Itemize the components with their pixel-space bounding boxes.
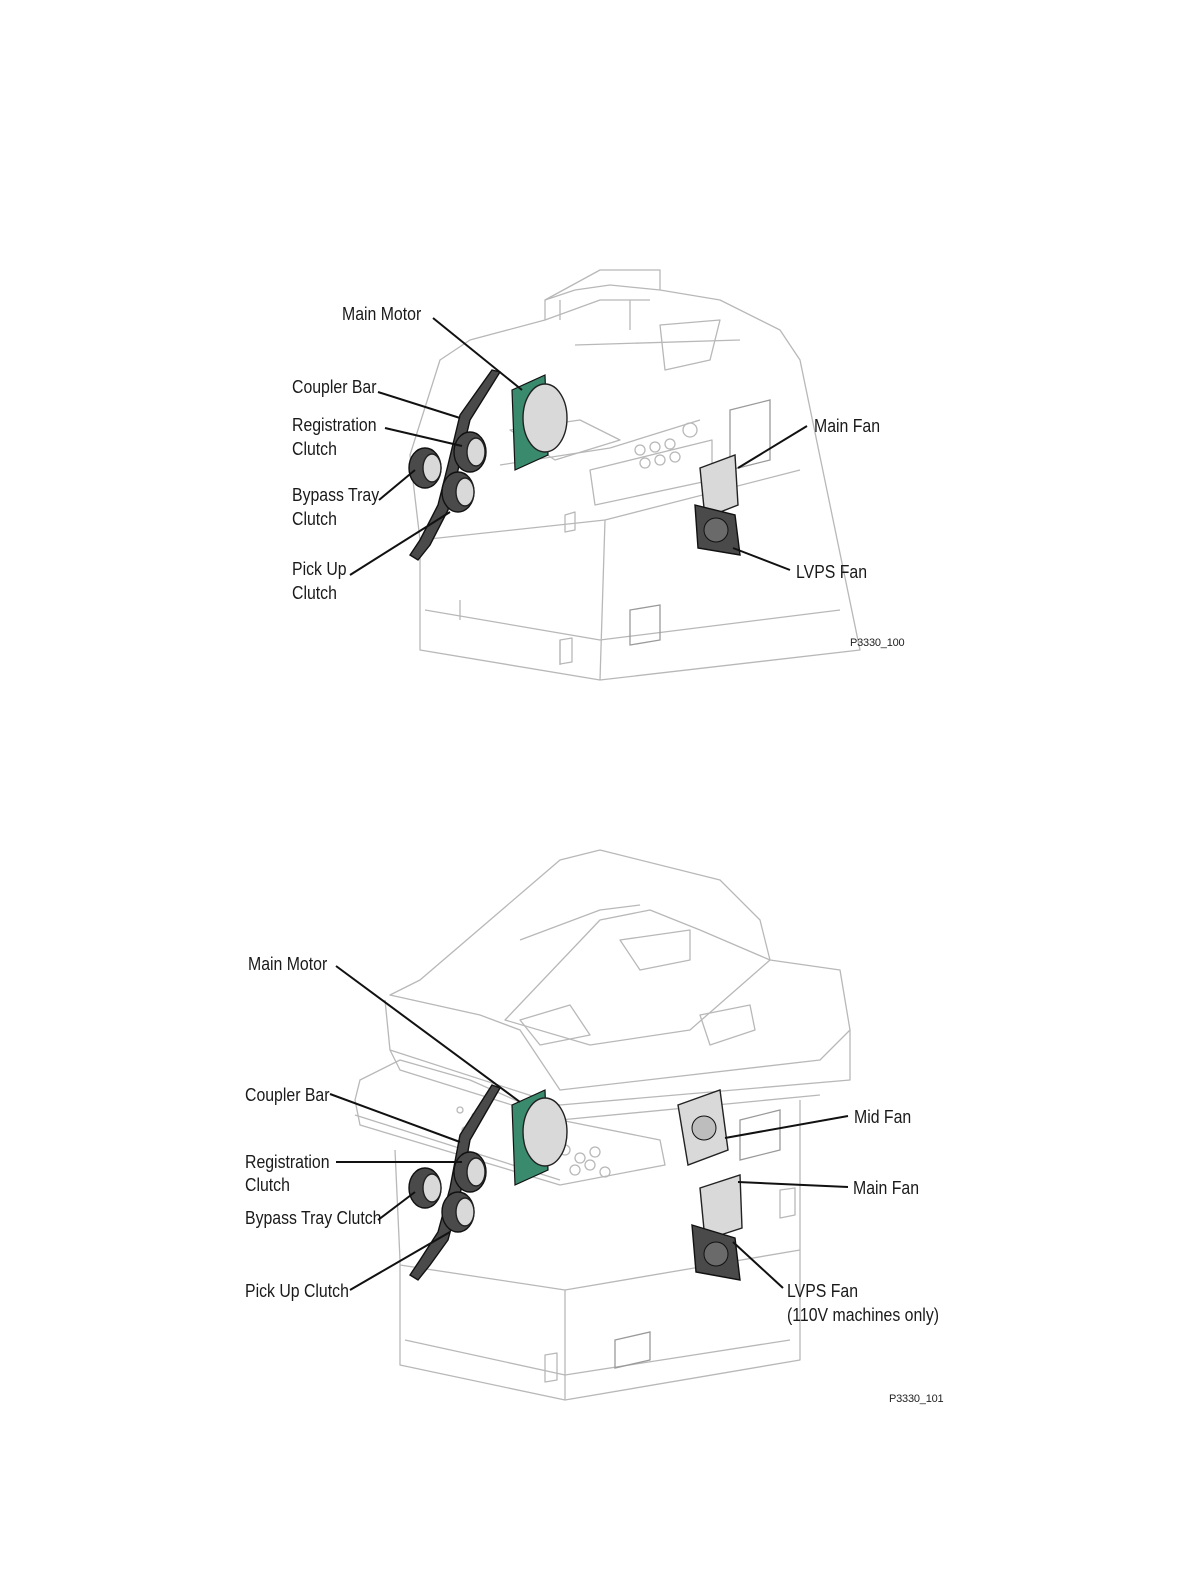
mfp-illustration	[0, 820, 1188, 1460]
bypass-tray-clutch-part	[409, 1168, 441, 1208]
main-motor-part	[523, 384, 567, 452]
mfp-body	[355, 850, 850, 1400]
label-pick-up-clutch-line1: Pick Up	[292, 557, 347, 581]
figure-id: P3330_101	[889, 1393, 943, 1405]
label-registration-clutch-line2: Clutch	[245, 1173, 290, 1197]
main-motor-part	[523, 1098, 567, 1166]
label-pick-up-clutch: Pick Up Clutch	[245, 1279, 349, 1303]
label-registration-clutch-line2: Clutch	[292, 437, 337, 461]
figure-id: P3330_100	[850, 637, 904, 649]
pick-up-clutch-part	[442, 472, 474, 512]
label-coupler-bar: Coupler Bar	[245, 1083, 330, 1107]
bypass-tray-clutch-part	[409, 448, 441, 488]
leader-lines	[330, 966, 848, 1290]
label-lvps-fan: LVPS Fan	[796, 560, 867, 584]
label-bypass-tray-clutch-line1: Bypass Tray	[292, 483, 379, 507]
label-bypass-tray-clutch-line2: Clutch	[292, 507, 337, 531]
registration-clutch-part	[454, 432, 486, 472]
label-registration-clutch-line1: Registration	[245, 1150, 330, 1174]
label-bypass-tray-clutch: Bypass Tray Clutch	[245, 1206, 381, 1230]
registration-clutch-part	[454, 1152, 486, 1192]
printer-illustration	[0, 0, 1188, 700]
label-main-fan: Main Fan	[853, 1176, 919, 1200]
label-main-motor: Main Motor	[248, 952, 327, 976]
label-lvps-fan-line1: LVPS Fan	[787, 1279, 858, 1303]
label-lvps-fan-line2: (110V machines only)	[787, 1303, 939, 1327]
label-pick-up-clutch-line2: Clutch	[292, 581, 337, 605]
pick-up-clutch-part	[442, 1192, 474, 1232]
label-main-motor: Main Motor	[342, 302, 421, 326]
label-mid-fan: Mid Fan	[854, 1105, 911, 1129]
label-coupler-bar: Coupler Bar	[292, 375, 377, 399]
leader-lines	[350, 318, 807, 575]
printer-body	[410, 270, 860, 680]
printer-parts-figure: Main Motor Coupler Bar Registration Clut…	[0, 0, 1188, 700]
label-main-fan: Main Fan	[814, 414, 880, 438]
mfp-parts-figure: Main Motor Coupler Bar Registration Clut…	[0, 820, 1188, 1460]
label-registration-clutch-line1: Registration	[292, 413, 377, 437]
